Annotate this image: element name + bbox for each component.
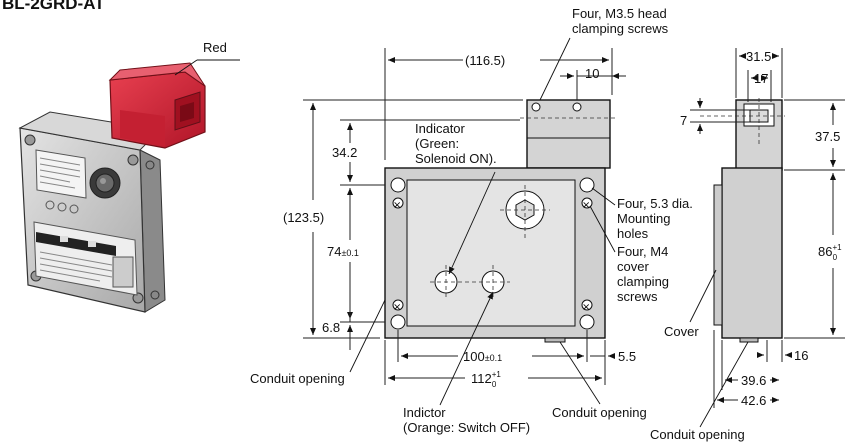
dim-116-5: (116.5) [465, 53, 505, 68]
side-dimensions [690, 48, 845, 408]
dim-100: 100±0.1 [463, 349, 502, 364]
svg-text:Indicator: Indicator [415, 121, 466, 136]
svg-text:clamping screws: clamping screws [572, 21, 669, 36]
dim-31-5: 31.5 [746, 49, 771, 64]
dim-39-6: 39.6 [741, 373, 766, 388]
model-title: BL-2GRD-AT [2, 0, 105, 13]
dim-6-8: 6.8 [322, 320, 340, 335]
svg-text:cover: cover [617, 259, 649, 274]
svg-text:Four, M3.5 head: Four, M3.5 head [572, 6, 667, 21]
svg-text:×: × [582, 302, 590, 313]
dim-123-5: (123.5) [283, 210, 324, 225]
conduit-right-callout: Conduit opening [650, 341, 749, 442]
svg-text:Cover: Cover [664, 324, 699, 339]
indicator-orange-callout: Indictor (Orange: Switch OFF) [403, 291, 530, 435]
svg-text:(Orange: Switch OFF): (Orange: Switch OFF) [403, 420, 530, 435]
red-head-label: Red [203, 40, 227, 55]
conduit-left-callout: Conduit opening [250, 299, 386, 386]
svg-text:clamping: clamping [617, 274, 669, 289]
svg-text:Conduit opening: Conduit opening [552, 405, 647, 420]
svg-text:×: × [393, 302, 401, 313]
dim-34-2: 34.2 [332, 145, 357, 160]
dim-37-5: 37.5 [815, 129, 840, 144]
front-view: × × × × [384, 99, 615, 343]
head-screws-callout: Four, M3.5 head clamping screws [539, 6, 669, 101]
svg-text:×: × [582, 200, 590, 211]
mounting-holes-callout: Four, 5.3 dia. Mounting holes [591, 187, 693, 241]
dim-42-6: 42.6 [741, 393, 766, 408]
dim-5-5: 5.5 [618, 349, 636, 364]
svg-text:Four, 5.3 dia.: Four, 5.3 dia. [617, 196, 693, 211]
dim-17: 17 [754, 71, 768, 86]
product-photo [18, 62, 206, 313]
svg-text:×: × [393, 200, 401, 211]
svg-text:Conduit opening: Conduit opening [650, 427, 745, 442]
cover-callout: Cover [664, 269, 717, 339]
svg-text:Four, M4: Four, M4 [617, 244, 668, 259]
cover-screws-callout: Four, M4 cover clamping screws [589, 205, 669, 304]
svg-text:Indictor: Indictor [403, 405, 446, 420]
dim-7: 7 [680, 113, 687, 128]
conduit-bottom-callout: Conduit opening [552, 341, 647, 420]
side-view [700, 98, 785, 343]
dim-10: 10 [585, 66, 599, 81]
indicator-green-callout: Indicator (Green: Solenoid ON). [415, 121, 497, 275]
svg-text:screws: screws [617, 289, 658, 304]
red-leader [174, 59, 198, 76]
svg-text:Conduit opening: Conduit opening [250, 371, 345, 386]
svg-text:holes: holes [617, 226, 649, 241]
dim-16: 16 [794, 348, 808, 363]
dim-74: 74±0.1 [327, 244, 359, 259]
svg-text:Mounting: Mounting [617, 211, 670, 226]
svg-text:(Green:: (Green: [415, 136, 459, 151]
front-dimensions [303, 48, 626, 385]
svg-text:Solenoid ON).: Solenoid ON). [415, 151, 497, 166]
